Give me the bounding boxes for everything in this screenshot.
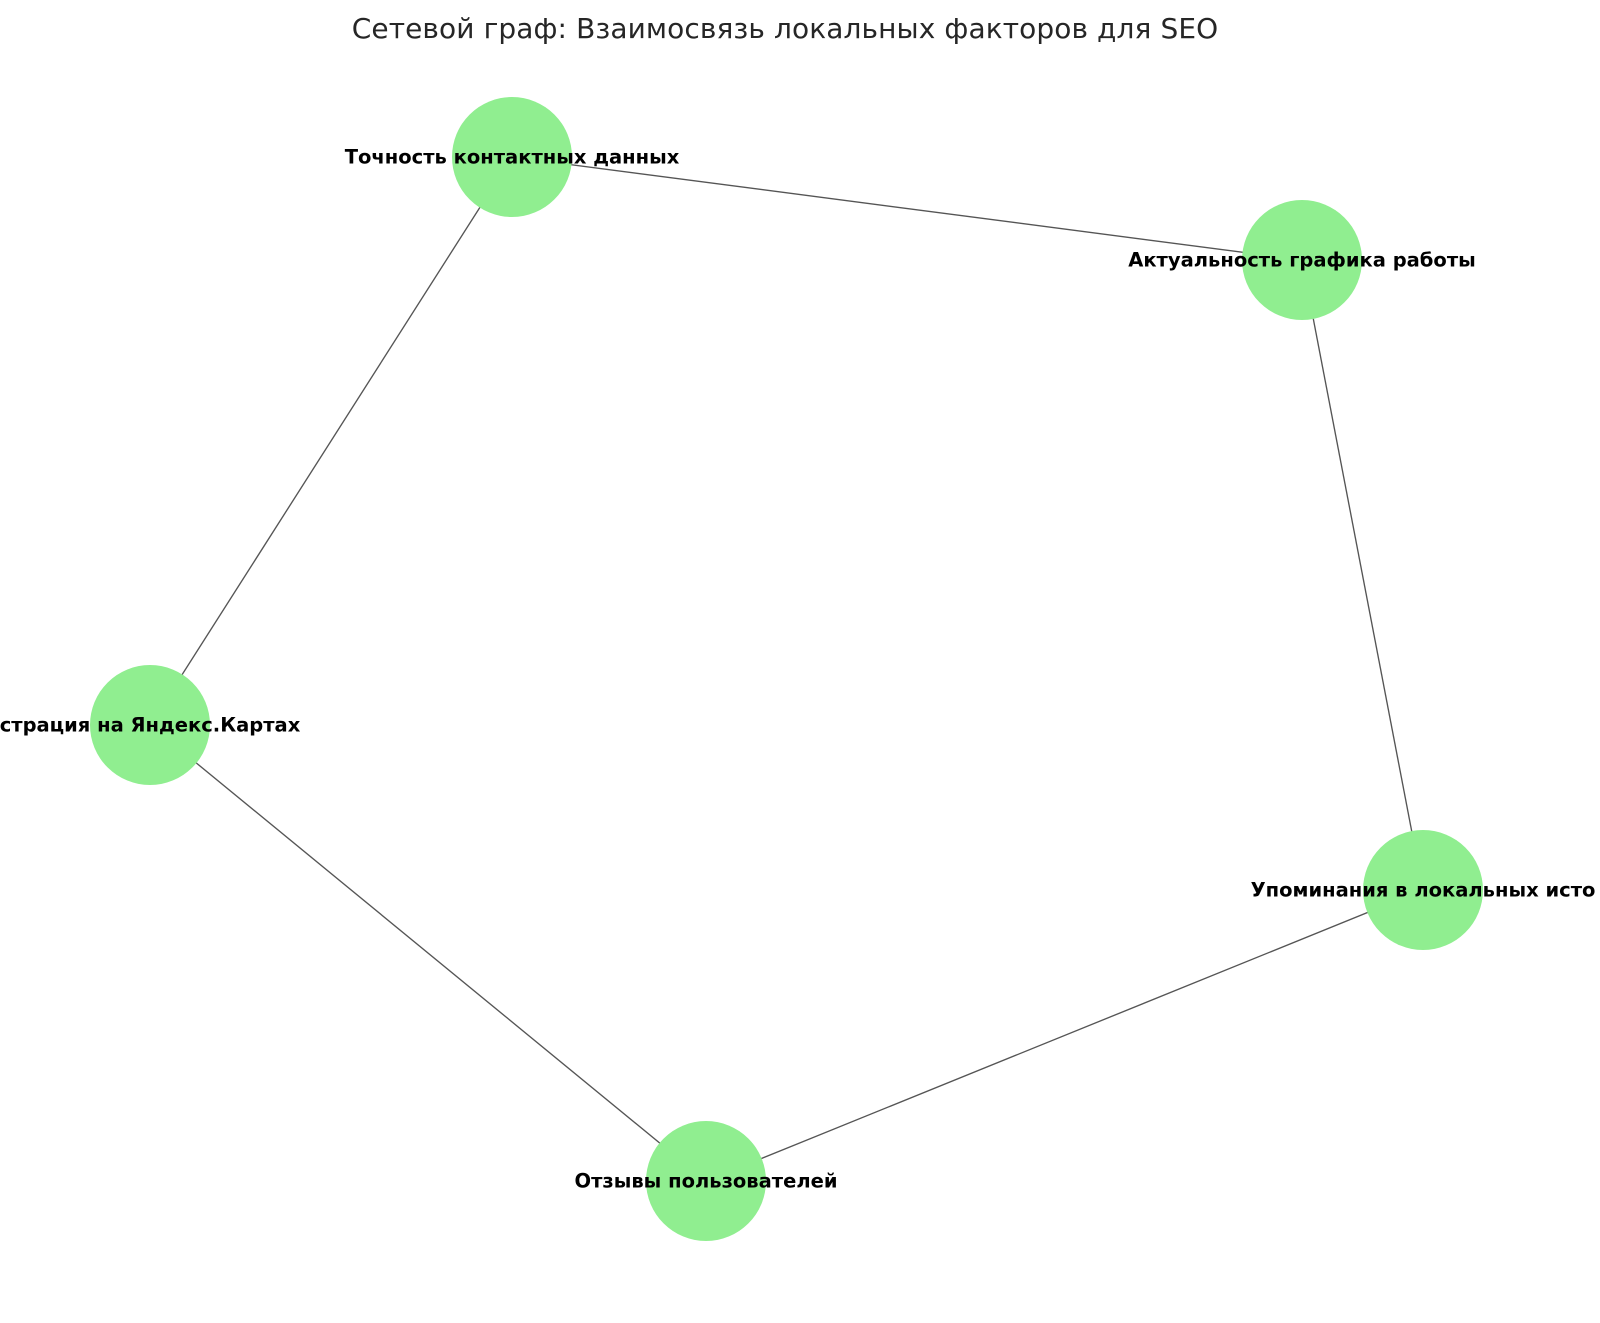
page-title: Сетевой граф: Взаимосвязь локальных факт… [351,12,1219,45]
graph-edge [511,156,1303,261]
graph-node[interactable] [90,665,210,785]
node-label: Упоминания в локальных исто [1250,878,1596,902]
graph-node[interactable] [1242,200,1362,320]
node-label: Актуальность графика работы [1128,248,1476,272]
node-label: страция на Яндекс.Картах [0,713,301,737]
graph-edge [149,156,513,726]
graph-node[interactable] [452,97,572,217]
graph-node[interactable] [646,1121,766,1241]
edges-group [149,156,1424,1182]
graph-node[interactable] [1363,830,1483,950]
graph-edge [705,889,1424,1182]
graph-edge [149,724,707,1182]
node-label: Отзывы пользователей [574,1169,838,1193]
graph-edge [1301,259,1424,891]
node-label: Точность контактных данных [344,145,680,169]
